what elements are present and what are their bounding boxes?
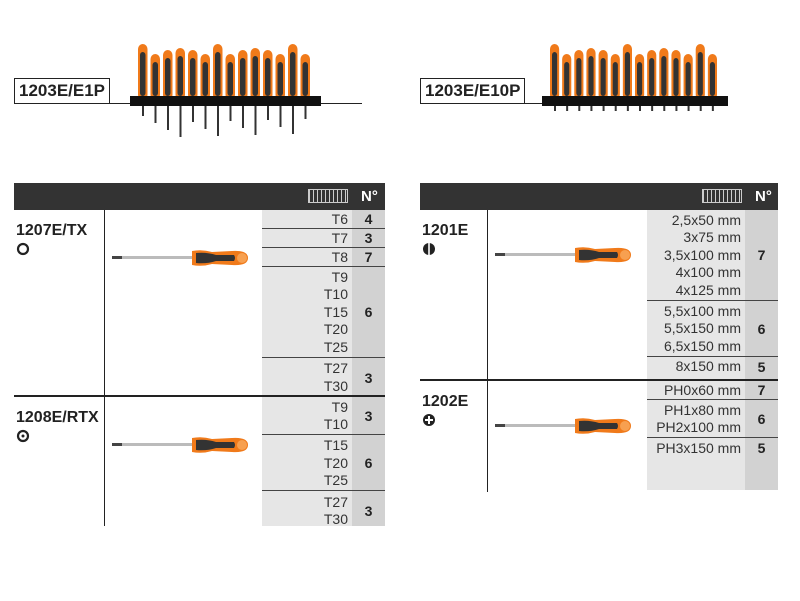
size-value: 2,5x50 mm [671, 211, 741, 228]
length-ruler-icon [702, 189, 742, 203]
size-value: PH1x80 mm [663, 401, 741, 418]
size-value: T30 [323, 377, 348, 394]
table-row: 8x150 mm 5 [647, 358, 778, 376]
count-value: 5 [757, 440, 766, 457]
set-label: 1203E/E1P [14, 78, 111, 104]
screwdriver-image [495, 247, 631, 263]
table-row: T8 7 [262, 249, 385, 267]
size-value: T9 [331, 268, 348, 285]
screwdriver-image [112, 437, 248, 453]
count-value: 7 [757, 382, 766, 399]
divider [420, 379, 778, 381]
count-value: 6 [364, 455, 373, 472]
size-value: 5,5x150 mm [663, 320, 741, 336]
table-row: T7 3 [262, 230, 385, 248]
size-value: 6,5x150 mm [663, 337, 741, 354]
table-header: N° [420, 183, 778, 210]
size-value: 5,5x100 mm [663, 302, 741, 319]
size-value: T15 [323, 437, 348, 453]
count-header: N° [755, 188, 772, 205]
product-group: 1207E/TX [16, 222, 87, 261]
count-value: 3 [364, 369, 373, 386]
size-value: 3,5x100 mm [663, 246, 741, 263]
size-value: 4x125 mm [675, 281, 741, 298]
product-group: 1208E/RTX [16, 409, 99, 448]
size-value: T6 [331, 210, 348, 227]
size-value: T30 [323, 511, 348, 527]
count-header: N° [361, 188, 378, 205]
size-value: T27 [323, 360, 348, 376]
screwdriver-rack-image [130, 44, 321, 137]
divider [104, 210, 105, 526]
count-value: 6 [757, 411, 766, 427]
torx-icon [16, 242, 30, 256]
size-value: T7 [331, 229, 348, 246]
phillips-icon [423, 414, 435, 426]
size-value: 3x75 mm [683, 229, 741, 245]
divider [487, 210, 488, 492]
count-value: 7 [757, 247, 766, 264]
count-value: 3 [364, 503, 373, 519]
size-value: T10 [323, 416, 348, 432]
size-value: PH2x100 mm [656, 419, 741, 435]
product-code: 1202E [422, 393, 469, 410]
count-value: 7 [364, 249, 373, 266]
size-value: 4x100 mm [675, 264, 741, 280]
count-value: 6 [757, 320, 766, 337]
size-value: T15 [323, 303, 348, 320]
product-code: 1201E [422, 222, 469, 239]
product-group: 1202E [422, 393, 468, 432]
screwdriver-rack-image [542, 44, 728, 111]
size-value: 8x150 mm [675, 358, 741, 374]
count-value: 3 [364, 408, 373, 424]
product-code: 1207E/TX [16, 222, 88, 239]
tamper-torx-icon [16, 429, 30, 443]
set-label: 1203E/E10P [420, 78, 526, 104]
table-header: N° [14, 183, 385, 210]
product-group: 1201E [422, 222, 468, 261]
table-row: PH3x150 mm 5 [647, 440, 778, 458]
size-value: T20 [323, 321, 348, 337]
table-row: T6 4 [262, 211, 385, 229]
size-value: T25 [323, 338, 348, 355]
product-code: 1208E/RTX [16, 409, 99, 426]
size-value: T25 [323, 472, 348, 488]
slotted-icon [423, 242, 435, 256]
size-value: PH3x150 mm [656, 439, 741, 456]
size-value: T10 [323, 286, 348, 302]
size-value: T8 [331, 248, 348, 265]
count-value: 4 [364, 211, 373, 228]
screwdriver-image [495, 418, 631, 434]
size-value: T27 [323, 493, 348, 510]
size-value: PH0x60 mm [663, 381, 741, 398]
size-value: T9 [331, 398, 348, 415]
count-value: 3 [364, 230, 373, 247]
count-value: 6 [364, 304, 373, 321]
size-value: T20 [323, 454, 348, 471]
screwdriver-image [112, 250, 248, 266]
divider [14, 395, 385, 397]
length-ruler-icon [308, 189, 348, 203]
table-row: PH0x60 mm 7 [647, 382, 778, 400]
count-value: 5 [757, 358, 766, 375]
